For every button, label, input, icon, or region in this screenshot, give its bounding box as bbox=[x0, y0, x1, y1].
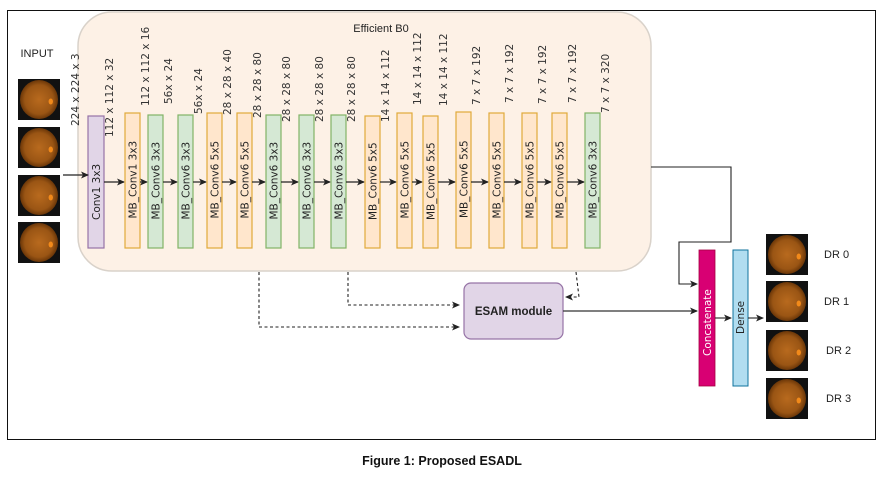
output-class-label: DR 1 bbox=[824, 296, 849, 308]
block-output-shape: 14 x 14 x 112 bbox=[438, 33, 450, 106]
block-label: MB_Conv6 5x5 bbox=[492, 141, 504, 219]
fundus-retina bbox=[20, 80, 58, 119]
block-output-shape: 28 x 28 x 80 bbox=[281, 56, 293, 122]
esam-skip-connector-1 bbox=[258, 272, 460, 331]
block-output-shape: 112 x 112 x 32 bbox=[104, 58, 116, 137]
input-fundus-image bbox=[18, 175, 60, 216]
optic-disc bbox=[796, 349, 801, 356]
input-label: INPUT bbox=[21, 48, 54, 60]
block-17 bbox=[584, 112, 601, 249]
block-output-shape: 7 x 7 x 192 bbox=[504, 44, 516, 103]
block-label: MB_Conv6 5x5 bbox=[459, 140, 471, 218]
esam-skip-connector-3 bbox=[565, 271, 580, 301]
dense-label: Dense bbox=[735, 301, 747, 334]
optic-disc bbox=[48, 241, 53, 248]
block-label: MB_Conv6 5x5 bbox=[426, 142, 438, 220]
figure-caption: Figure 1: Proposed ESADL bbox=[362, 454, 522, 468]
block-label: MB_Conv6 3x3 bbox=[151, 142, 163, 220]
fundus-retina bbox=[768, 282, 806, 321]
output-class-label: DR 2 bbox=[826, 345, 851, 357]
esam-module-label: ESAM module bbox=[475, 306, 552, 318]
block-label: MB_Conv6 5x5 bbox=[240, 141, 252, 219]
block-output-shape: 14 x 14 x 112 bbox=[412, 32, 424, 105]
block-output-shape: 7 x 7 x 192 bbox=[567, 44, 579, 103]
output-fundus-image bbox=[766, 281, 808, 322]
output-fundus-image bbox=[766, 330, 808, 371]
block-label: Conv1 3x3 bbox=[91, 164, 103, 220]
fundus-retina bbox=[768, 379, 806, 418]
block-output-shape: 112 x 112 x 16 bbox=[140, 26, 152, 106]
esam-skip-connector-2 bbox=[347, 272, 460, 309]
block-output-shape: 7 x 7 x 192 bbox=[537, 45, 549, 104]
backbone-to-concat-connector bbox=[651, 166, 732, 288]
block-output-shape: 7 x 7 x 192 bbox=[471, 46, 483, 105]
optic-disc bbox=[796, 300, 801, 307]
input-fundus-image bbox=[18, 127, 60, 168]
concatenate-label: Concatenate bbox=[702, 289, 714, 356]
block-label: MB_Conv6 3x3 bbox=[302, 142, 314, 220]
optic-disc bbox=[48, 98, 53, 105]
input-fundus-image bbox=[18, 222, 60, 263]
output-class-label: DR 3 bbox=[826, 393, 851, 405]
block-label: MB_Conv6 5x5 bbox=[525, 141, 537, 219]
block-15 bbox=[521, 112, 538, 249]
block-label: MB_Conv6 5x5 bbox=[555, 141, 567, 219]
optic-disc bbox=[796, 253, 801, 260]
block-output-shape: 28 x 28 x 80 bbox=[346, 56, 358, 122]
output-fundus-image bbox=[766, 234, 808, 275]
block-6 bbox=[236, 112, 253, 249]
fundus-retina bbox=[768, 331, 806, 370]
fundus-retina bbox=[20, 223, 58, 262]
input-images bbox=[18, 79, 60, 263]
block-label: MB_Conv6 3x3 bbox=[588, 141, 600, 219]
block-16 bbox=[551, 112, 568, 249]
block-11 bbox=[396, 112, 413, 249]
optic-disc bbox=[48, 194, 53, 201]
block-output-shape: 7 x 7 x 320 bbox=[600, 54, 612, 113]
output-classes: DR 0 DR 1 DR 2 DR 3 bbox=[766, 234, 851, 419]
block-5 bbox=[206, 112, 223, 249]
fundus-retina bbox=[20, 176, 58, 215]
block-output-shape: 56x x 24 bbox=[193, 68, 205, 114]
block-output-shape: 28 x 28 x 80 bbox=[314, 56, 326, 122]
block-label: MB_Conv1 3x3 bbox=[128, 141, 140, 219]
backbone-title: Efficient B0 bbox=[353, 23, 408, 35]
optic-disc bbox=[48, 146, 53, 153]
backbone-blocks: Conv1 3x3 112 x 112 x 32 MB_Conv1 3x3 112 x… bbox=[87, 26, 612, 249]
block-output-shape: 14 x 14 x 112 bbox=[380, 49, 392, 122]
figure-frame bbox=[7, 10, 876, 440]
input-fundus-image bbox=[18, 79, 60, 120]
block-13 bbox=[455, 111, 472, 249]
input-shape-label: 224 x 224 x 3 bbox=[70, 53, 82, 126]
block-14 bbox=[488, 112, 505, 249]
block-output-shape: 56x x 24 bbox=[163, 58, 175, 104]
output-class-label: DR 0 bbox=[824, 249, 849, 261]
block-label: MB_Conv6 3x3 bbox=[181, 142, 193, 220]
block-label: MB_Conv6 3x3 bbox=[269, 142, 281, 220]
block-output-shape: 28 x 28 x 40 bbox=[222, 49, 234, 115]
block-label: MB_Conv6 5x5 bbox=[400, 141, 412, 219]
block-label: MB_Conv6 3x3 bbox=[334, 142, 346, 220]
fundus-retina bbox=[20, 128, 58, 167]
output-fundus-image bbox=[766, 378, 808, 419]
block-label: MB_Conv6 5x5 bbox=[368, 142, 380, 220]
block-label: MB_Conv6 5x5 bbox=[210, 141, 222, 219]
optic-disc bbox=[796, 397, 801, 404]
block-output-shape: 28 x 28 x 80 bbox=[252, 52, 264, 118]
fundus-retina bbox=[768, 235, 806, 274]
